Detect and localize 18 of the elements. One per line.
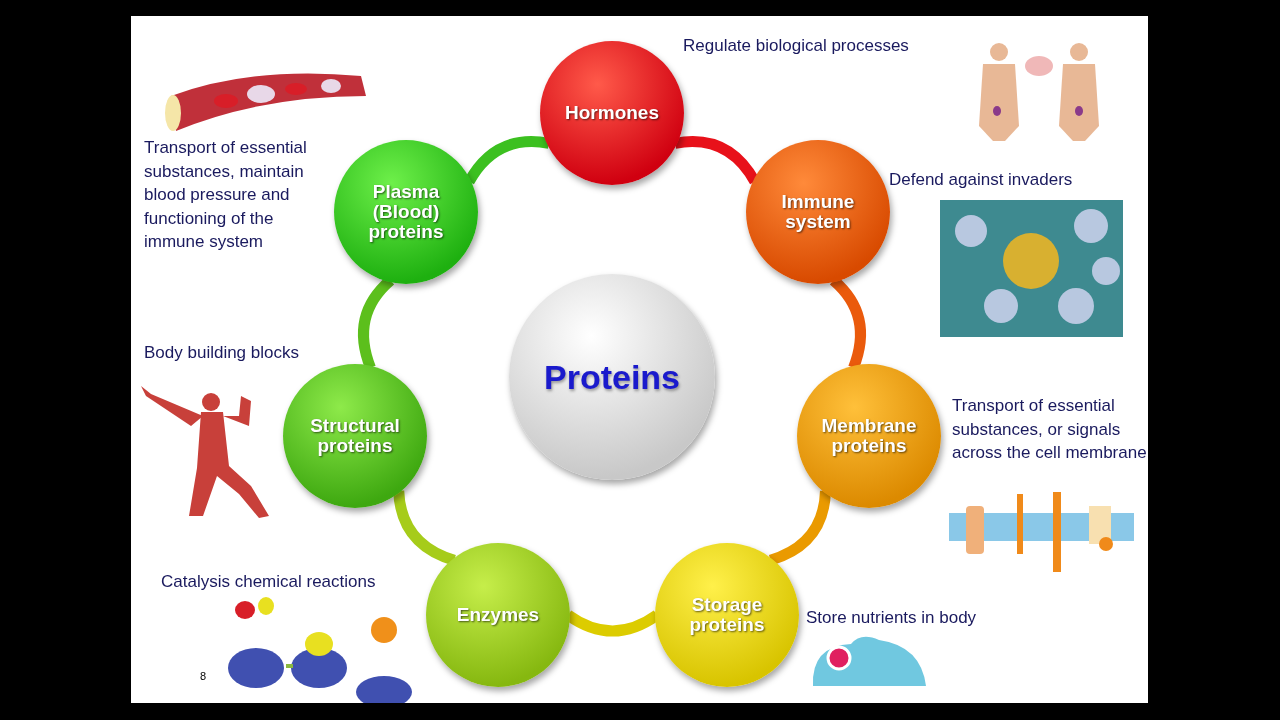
description-text: Defend against invaders [889, 169, 1074, 191]
node-label: Membrane proteins [820, 416, 918, 456]
node-label: Immune system [780, 192, 856, 232]
description-text: Transport of essential substances, maintain blood pressure and functioning of the immune system [144, 137, 308, 253]
node-label: Enzymes [455, 605, 541, 625]
node-label: Hormones [564, 103, 660, 123]
description-text: Store nutrients in body [806, 607, 978, 629]
ring-connector [768, 490, 831, 566]
center-title: Proteins [542, 357, 681, 397]
protein-type-circle [746, 140, 890, 284]
page-number: 8 [200, 670, 207, 682]
node-label: Structural proteins [309, 416, 401, 456]
description-text: Catalysis chemical reactions [161, 571, 377, 593]
node-label: Plasma (Blood) proteins [367, 182, 445, 242]
description-text: Transport of essential substances, or signals across the cell membrane [952, 395, 1148, 464]
description-text: Regulate biological processes [683, 35, 910, 57]
node-label: Storage proteins [688, 595, 766, 635]
description-text: Body building blocks [144, 342, 300, 364]
